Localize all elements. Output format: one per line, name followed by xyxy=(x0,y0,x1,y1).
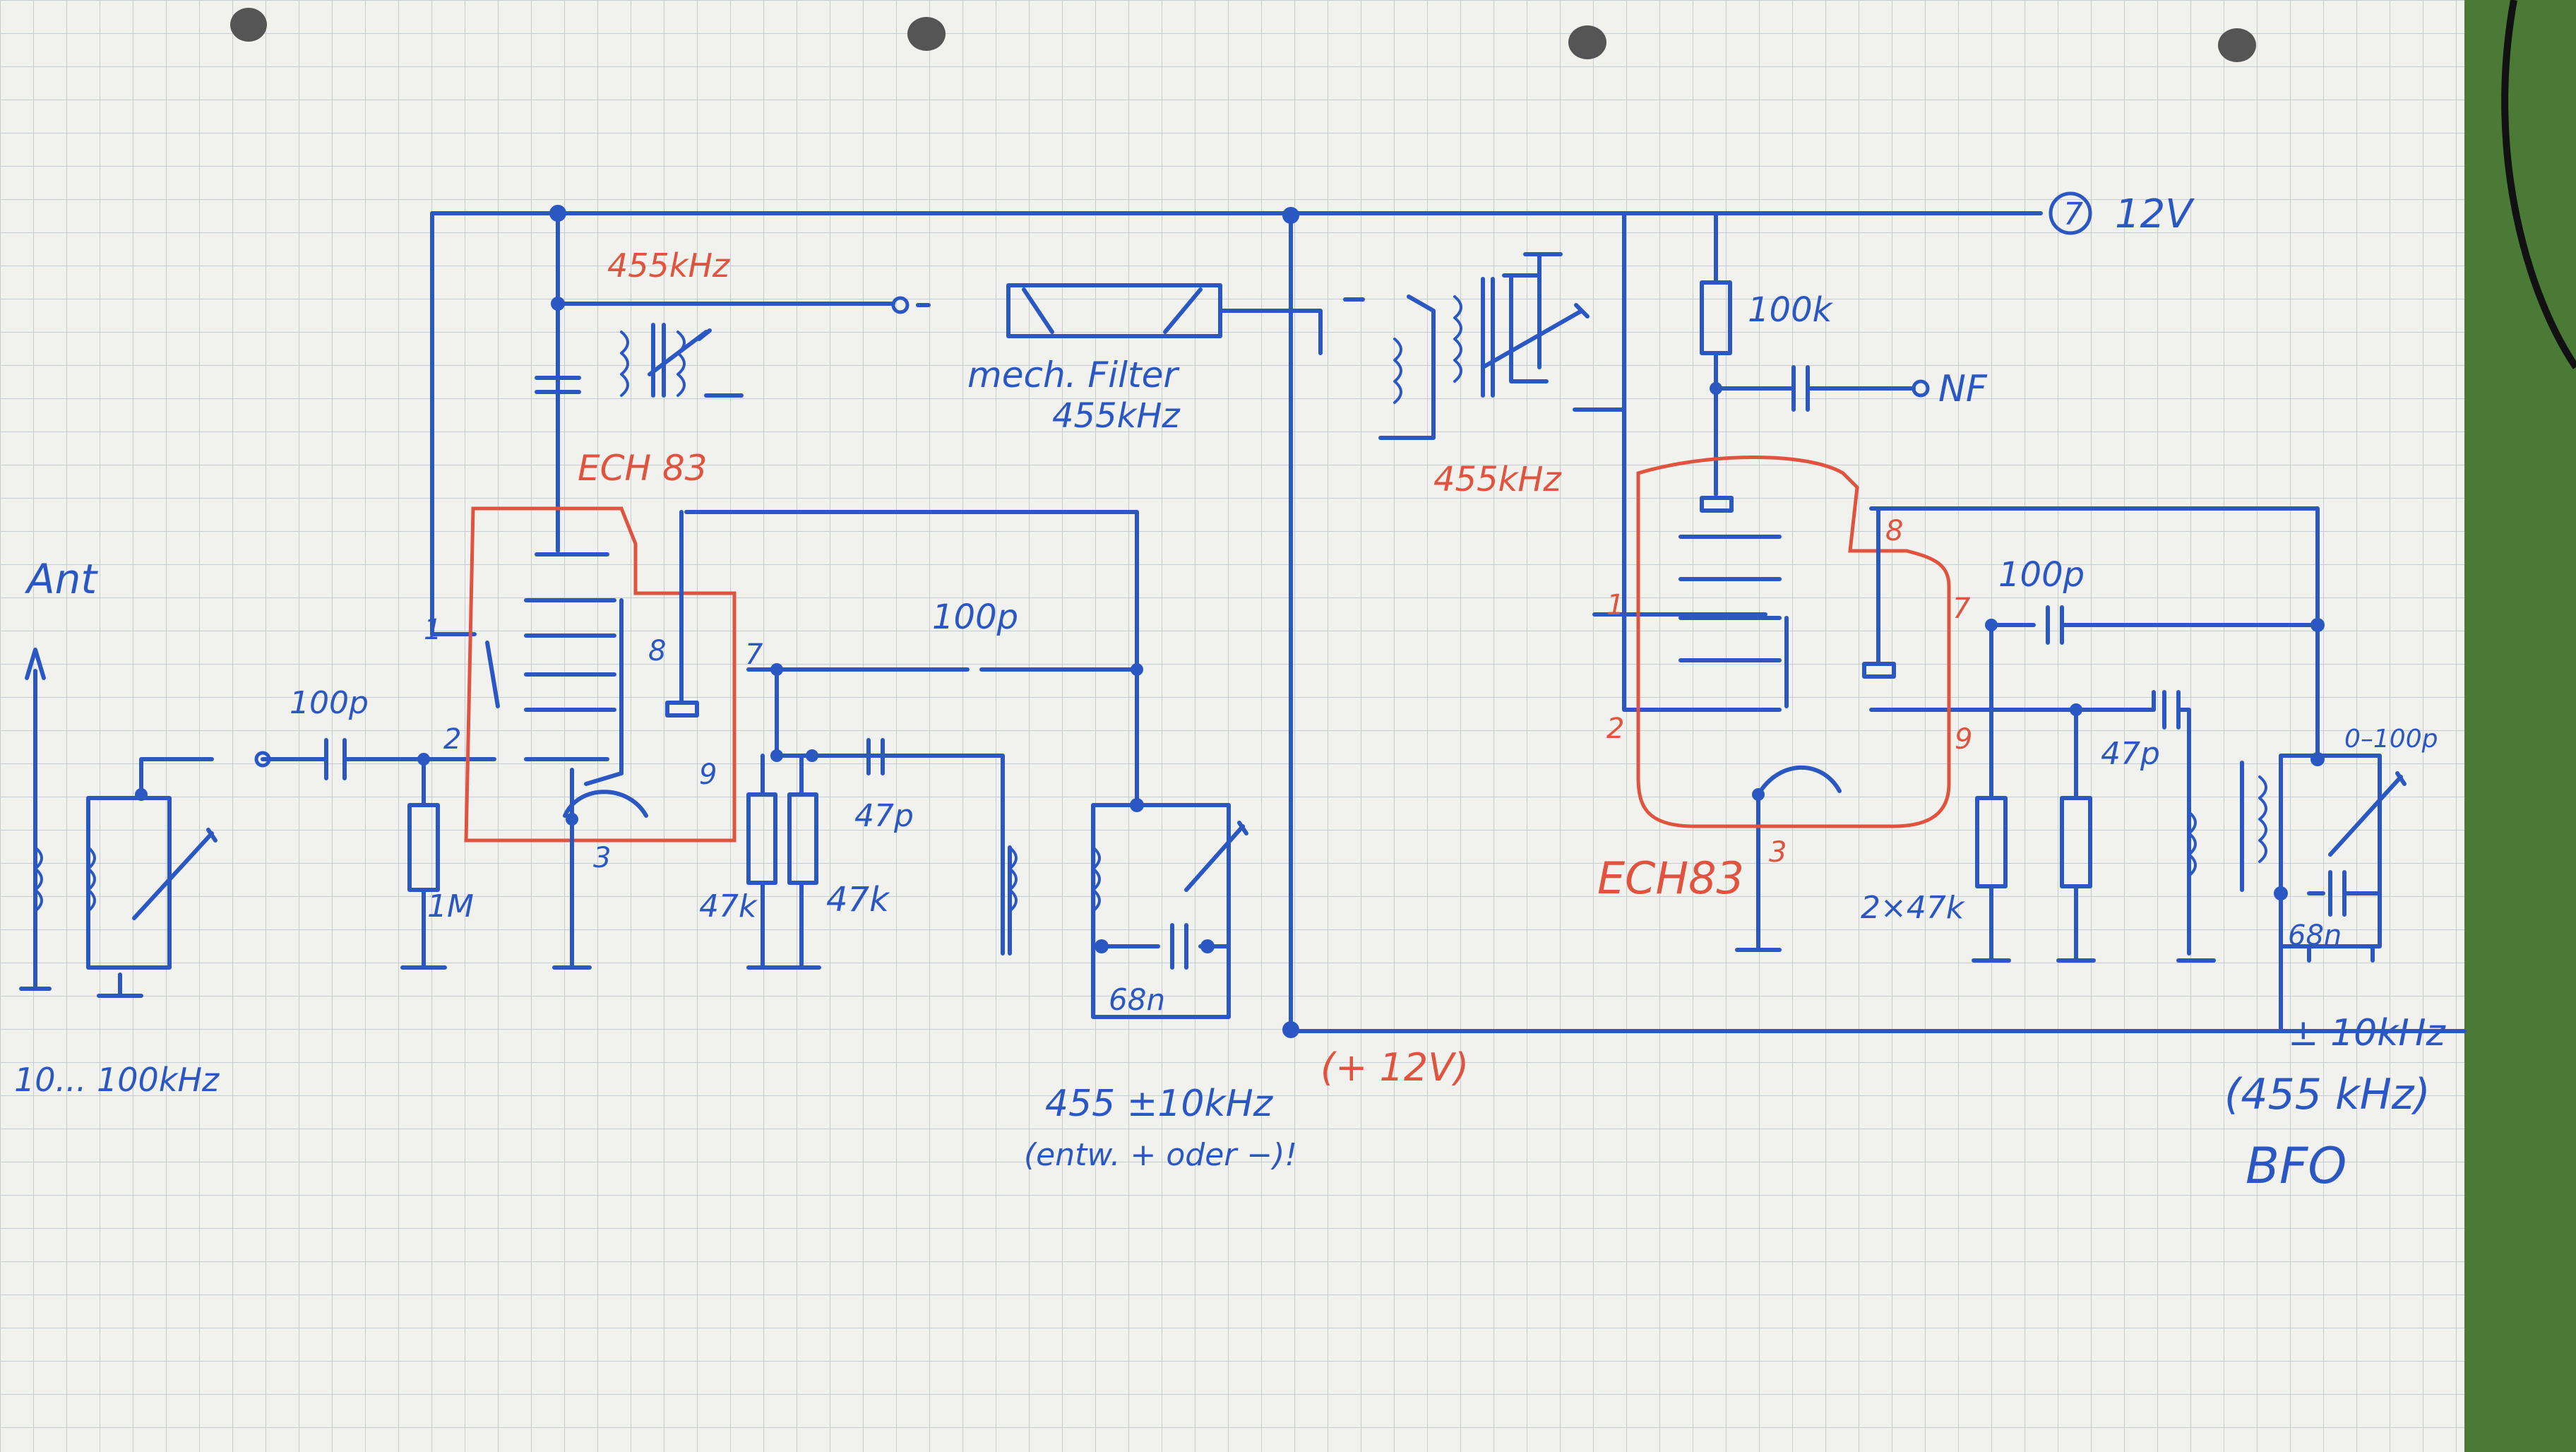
pin8-feed-left xyxy=(684,510,1139,807)
pin-left-2: 2 xyxy=(443,723,461,756)
tube-left xyxy=(464,506,737,970)
label-if-freq-left: 455kHz xyxy=(607,246,730,285)
pin-left-9: 9 xyxy=(699,758,717,791)
coils xyxy=(34,295,2267,912)
labels: 7 12V 455kHz mech. Filter 455kHz 455kHz … xyxy=(14,191,2446,1195)
label-r1m: 1M xyxy=(427,888,474,924)
pin-right-7: 7 xyxy=(1952,593,1971,625)
label-c47p-left: 47p xyxy=(854,798,914,834)
label-c100p-in: 100p xyxy=(290,685,369,721)
label-bfo-freq: (455 kHz) xyxy=(2224,1070,2431,1119)
tube-right xyxy=(1636,456,1951,828)
label-nf: NF xyxy=(1938,368,1988,410)
junctions xyxy=(135,205,2325,953)
label-c47p-right: 47p xyxy=(2101,736,2160,772)
label-filter-freq: 455kHz xyxy=(1052,396,1181,436)
label-ant-range: 10... 100kHz xyxy=(14,1061,220,1099)
label-supply: 12V xyxy=(2115,191,2195,237)
label-r100k: 100k xyxy=(1748,290,1834,330)
supply-pin-circle xyxy=(2049,191,2092,235)
label-c100p-right: 100p xyxy=(1998,555,2085,595)
label-var-0-100p: 0–100p xyxy=(2344,725,2438,754)
label-osc-freq: 455 ±10kHz xyxy=(1045,1083,1274,1125)
label-r2x47k: 2×47k xyxy=(1861,890,1965,926)
label-if-freq-right: 455kHz xyxy=(1433,460,1563,499)
pin-right-2: 2 xyxy=(1606,713,1624,745)
pin-right-1: 1 xyxy=(1606,589,1624,621)
pin-left-8: 8 xyxy=(648,635,666,667)
label-tube-left: ECH 83 xyxy=(578,448,708,489)
label-r47k-a: 47k xyxy=(699,888,758,924)
paper-grid xyxy=(0,0,2464,1452)
label-tube-right: ECH83 xyxy=(1597,852,1744,904)
label-r47k-b: 47k xyxy=(826,880,890,920)
pin-left-7: 7 xyxy=(745,638,763,671)
pin-left-3: 3 xyxy=(593,842,611,874)
pin-right-8: 8 xyxy=(1885,515,1903,547)
label-filter: mech. Filter xyxy=(967,355,1180,395)
lead-pin1-left xyxy=(430,211,477,636)
r100k xyxy=(1700,280,1732,355)
label-supply-pin: 7 xyxy=(2063,196,2083,232)
pin-left-1: 1 xyxy=(424,614,441,646)
label-c100p-mid: 100p xyxy=(932,597,1018,637)
board-edge xyxy=(2461,0,2576,1452)
pin-right-3: 3 xyxy=(1769,836,1787,869)
cable xyxy=(2501,0,2576,369)
label-c68n-right: 68n xyxy=(2288,920,2342,952)
pin-right-9: 9 xyxy=(1955,723,1972,756)
label-ant: Ant xyxy=(24,555,98,603)
label-bfo: BFO xyxy=(2246,1137,2347,1195)
label-plus12v: (+ 12V) xyxy=(1320,1045,1469,1090)
label-osc-note: (entw. + oder −)! xyxy=(1024,1137,1297,1173)
label-c68n-left: 68n xyxy=(1109,982,1165,1017)
punch-holes xyxy=(230,8,2256,62)
label-bfo-pm: ± 10kHz xyxy=(2288,1012,2446,1054)
